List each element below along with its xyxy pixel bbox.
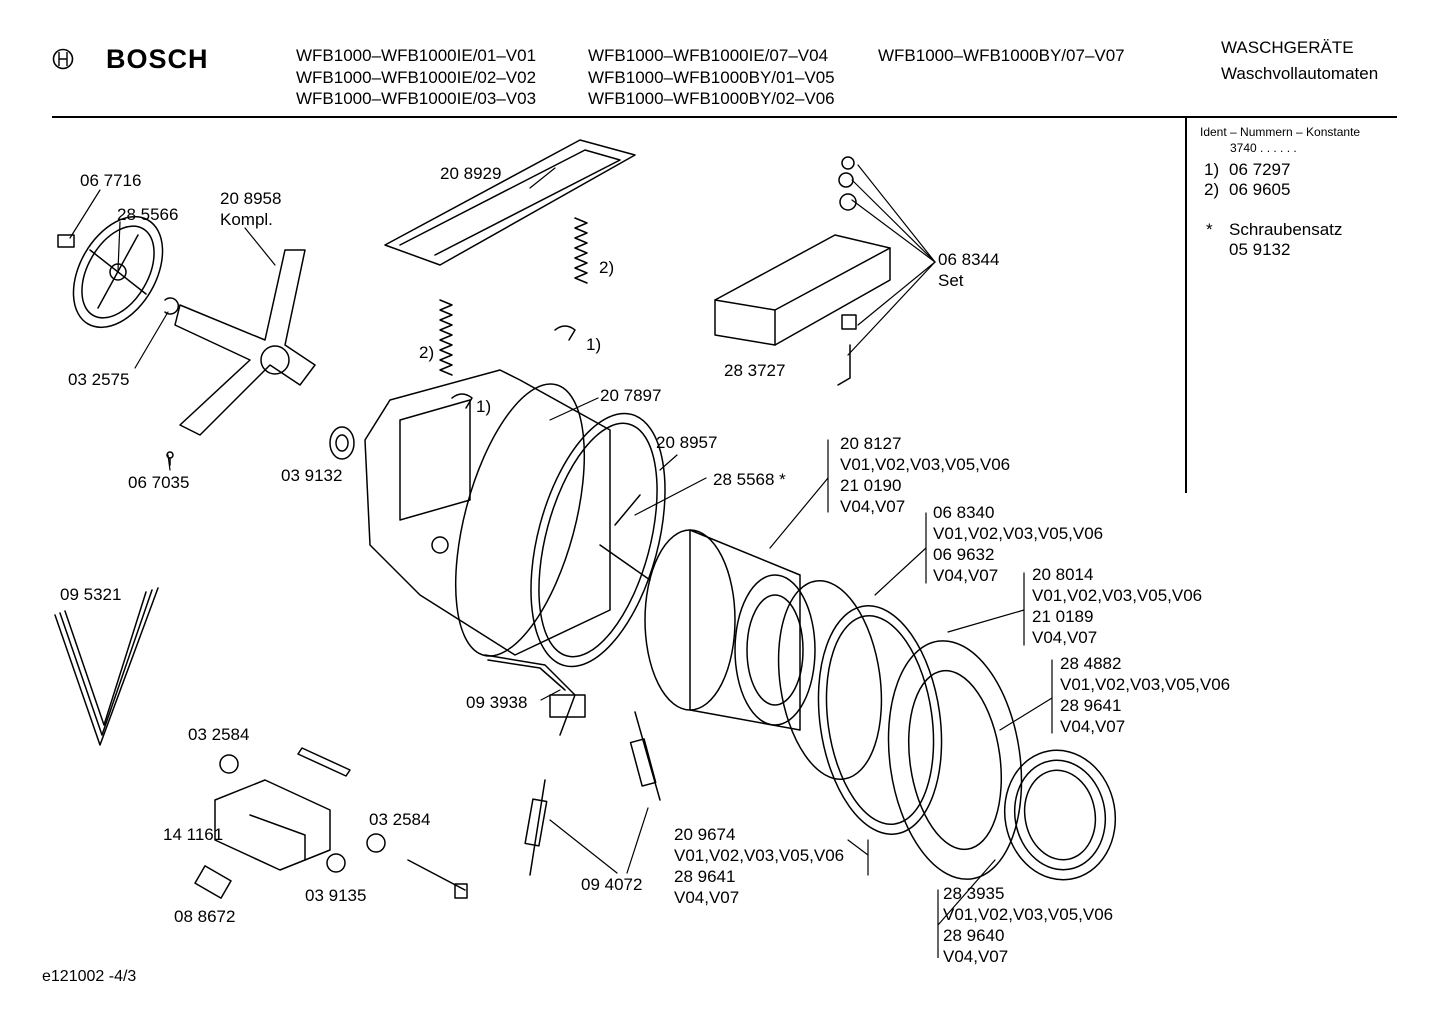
- label-067716: 06 7716: [80, 171, 142, 190]
- label-088672: 08 8672: [174, 907, 236, 926]
- label-kompl: Kompl.: [220, 210, 273, 229]
- model-4: WFB1000–WFB1000IE/07–V04: [588, 46, 829, 65]
- tub-rear-part: [364, 369, 611, 657]
- footer-code: e121002 -4/3: [42, 968, 137, 985]
- label-208014: 20 8014: [1032, 565, 1094, 584]
- label-289641b: 28 9641: [674, 867, 736, 886]
- crossbar-part: [384, 139, 636, 266]
- label-v-e2: V04,V07: [674, 888, 740, 907]
- model-3: WFB1000–WFB1000IE/03–V03: [296, 89, 537, 108]
- legend-constant: 3740 . . . . . .: [1230, 141, 1297, 155]
- model-6: WFB1000–WFB1000BY/02–V06: [588, 89, 835, 108]
- counterweight-part: [714, 156, 891, 386]
- label-208958: 20 8958: [220, 189, 282, 208]
- label-note-2a: 2): [599, 258, 615, 277]
- model-2: WFB1000–WFB1000IE/02–V02: [296, 68, 537, 87]
- label-283935: 28 3935: [943, 884, 1005, 903]
- label-210189: 21 0189: [1032, 607, 1094, 626]
- label-095321: 09 5321: [60, 585, 122, 604]
- brand-name: BOSCH: [106, 44, 209, 74]
- legend-star-mark: *: [1206, 220, 1213, 239]
- label-208127: 20 8127: [840, 434, 902, 453]
- label-032575: 03 2575: [68, 370, 130, 389]
- label-039135: 03 9135: [305, 886, 367, 905]
- spider-part: [166, 249, 316, 466]
- label-v-a2: V04,V07: [840, 497, 906, 516]
- door-gasket-part: [1003, 749, 1117, 881]
- label-289640: 28 9640: [943, 926, 1005, 945]
- category: WASCHGERÄTE: [1221, 38, 1354, 57]
- label-285566: 28 5566: [117, 205, 179, 224]
- shock-absorbers: [524, 711, 661, 876]
- label-210190: 21 0190: [840, 476, 902, 495]
- label-039132: 03 9132: [281, 466, 343, 485]
- legend-title: Ident – Nummern – Konstante: [1200, 125, 1361, 139]
- tub-front-part: [644, 529, 816, 731]
- label-v-f2: V04,V07: [943, 947, 1009, 966]
- tub-seal-rings: [777, 579, 1023, 880]
- motor-part: [194, 747, 468, 899]
- label-067035: 06 7035: [128, 473, 190, 492]
- label-v-c1: V01,V02,V03,V05,V06: [1032, 586, 1203, 605]
- header-divider: [52, 116, 1397, 118]
- legend-divider: [1185, 118, 1187, 493]
- label-v-f1: V01,V02,V03,V05,V06: [943, 905, 1114, 924]
- label-141161: 14 1161: [163, 825, 224, 844]
- drive-belt-part: [54, 587, 159, 746]
- model-1: WFB1000–WFB1000IE/01–V01: [296, 46, 537, 65]
- leader-lines: [69, 164, 1053, 958]
- legend-note-1-mark: 1): [1204, 160, 1220, 179]
- legend-note-1-value: 06 7297: [1229, 160, 1291, 179]
- label-069632: 06 9632: [933, 545, 995, 564]
- label-v-a1: V01,V02,V03,V05,V06: [840, 455, 1011, 474]
- label-note-1b: 1): [476, 397, 492, 416]
- label-207897: 20 7897: [600, 386, 662, 405]
- legend-note-2-value: 06 9605: [1229, 180, 1291, 199]
- header: BOSCH WFB1000–WFB1000IE/01–V01 WFB1000–W…: [0, 0, 1442, 118]
- model-7: WFB1000–WFB1000BY/07–V07: [878, 46, 1125, 65]
- label-note-1a: 1): [586, 335, 602, 354]
- label-285568: 28 5568 *: [713, 470, 786, 489]
- label-v-b1: V01,V02,V03,V05,V06: [933, 524, 1104, 543]
- label-208929: 20 8929: [440, 164, 502, 183]
- model-5: WFB1000–WFB1000BY/01–V05: [588, 68, 835, 87]
- upper-springs: [439, 217, 588, 409]
- label-289641a: 28 9641: [1060, 696, 1122, 715]
- bosch-logo-icon: [52, 48, 74, 70]
- label-283727: 28 3727: [724, 361, 786, 380]
- label-068344: 06 8344: [938, 250, 1000, 269]
- bearing-part: [329, 426, 355, 460]
- label-208957: 20 8957: [656, 433, 718, 452]
- label-032584b: 03 2584: [369, 810, 431, 829]
- subcategory: Waschvollautomaten: [1221, 64, 1379, 83]
- label-note-2b: 2): [419, 343, 435, 362]
- tub-clamp-ring: [530, 412, 666, 668]
- label-094072: 09 4072: [581, 875, 643, 894]
- label-284882: 28 4882: [1060, 654, 1122, 673]
- heater-part: [484, 654, 586, 736]
- label-068340: 06 8340: [933, 503, 995, 522]
- pulley-part: [57, 215, 180, 329]
- label-032584a: 03 2584: [188, 725, 250, 744]
- exploded-parts-diagram: [54, 139, 1117, 958]
- label-v-b2: V04,V07: [933, 566, 999, 585]
- label-v-d1: V01,V02,V03,V05,V06: [1060, 675, 1231, 694]
- legend-star-label: Schraubensatz: [1229, 220, 1343, 239]
- legend-note-2-mark: 2): [1204, 180, 1220, 199]
- label-v-d2: V04,V07: [1060, 717, 1126, 736]
- label-093938: 09 3938: [466, 693, 528, 712]
- label-v-e1: V01,V02,V03,V05,V06: [674, 846, 845, 865]
- label-set: Set: [938, 271, 964, 290]
- label-v-c2: V04,V07: [1032, 628, 1098, 647]
- legend-star-value: 05 9132: [1229, 240, 1291, 259]
- label-209674: 20 9674: [674, 825, 736, 844]
